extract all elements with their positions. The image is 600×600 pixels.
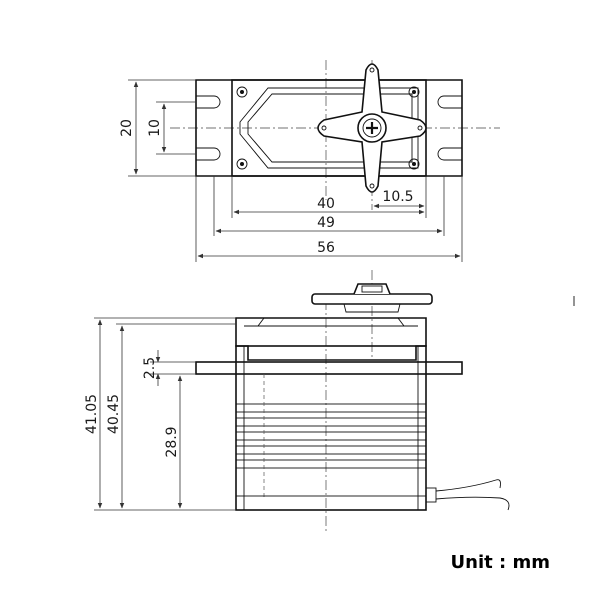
dim-label-56: 56 <box>317 240 335 256</box>
side-horn <box>311 283 433 313</box>
heatsink-fins <box>235 403 427 469</box>
case-lid-inner <box>239 87 419 169</box>
case-lid-inner-2 <box>247 93 413 163</box>
dim-flange-thickness: 2.5 <box>142 350 161 386</box>
dim-label-49: 49 <box>317 215 335 231</box>
case-body-side <box>235 345 427 511</box>
left-upper-slot <box>196 95 221 109</box>
dim-height-20: 20 <box>119 79 196 177</box>
dim-height-10: 10 <box>147 101 196 155</box>
dim-label-40-45: 40.45 <box>106 394 122 434</box>
right-upper-slot <box>437 95 462 109</box>
dim-label-41-05: 41.05 <box>84 394 100 434</box>
servo-horn <box>317 63 427 193</box>
dim-shaft-offset: 10.5 <box>373 189 425 209</box>
dim-label-28-9: 28.9 <box>164 426 180 457</box>
side-view: 41.05 40.45 2.5 28.9 <box>84 270 575 532</box>
top-cap-outline <box>235 317 427 361</box>
dim-width-56: 56 <box>197 240 461 259</box>
dim-label-2-5: 2.5 <box>142 357 158 379</box>
dim-width-40: 40 <box>233 196 425 215</box>
dim-label-10-5: 10.5 <box>382 189 413 205</box>
dim-total-height: 41.05 <box>84 319 103 509</box>
right-lower-slot <box>437 147 462 161</box>
dim-label-40: 40 <box>317 196 335 212</box>
mounting-flange-side <box>195 361 463 375</box>
dim-label-10: 10 <box>147 119 163 137</box>
dim-width-49: 49 <box>215 215 443 234</box>
dim-label-20: 20 <box>119 119 135 137</box>
top-view: 20 10 40 10.5 49 <box>119 60 500 262</box>
left-lower-slot <box>196 147 221 161</box>
servo-cable <box>425 479 510 511</box>
unit-label: Unit : mm <box>451 552 550 573</box>
corner-screws <box>236 86 420 170</box>
dim-flange-height: 28.9 <box>164 375 183 509</box>
dim-case-height: 40.45 <box>106 325 125 509</box>
